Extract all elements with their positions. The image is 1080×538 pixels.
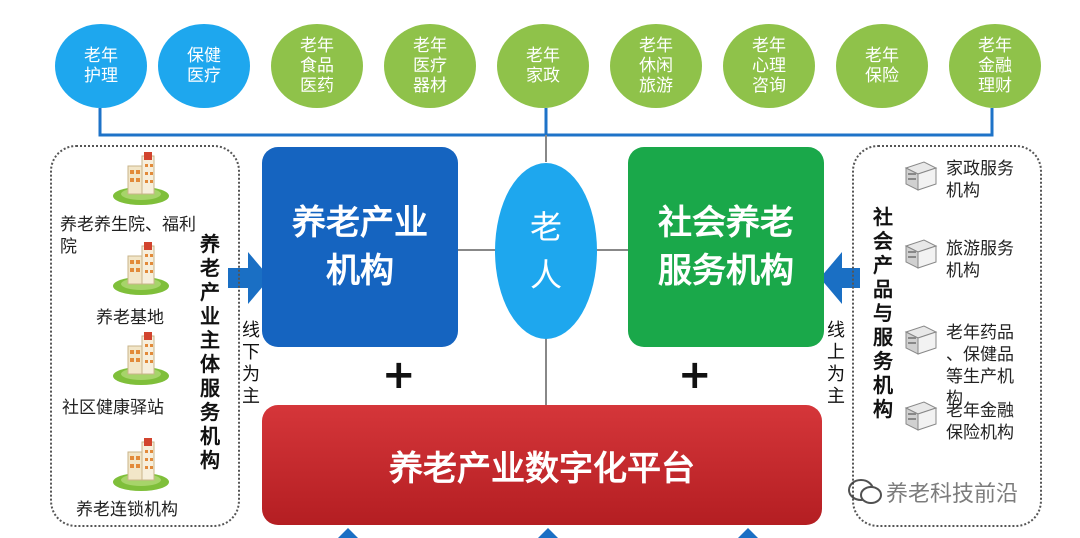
right-item-label-3: 老年金融 保险机构 — [946, 401, 1014, 443]
plus-left: + — [382, 352, 416, 398]
elder-center: 老 人 — [495, 163, 597, 339]
server-icon-wrap-3 — [902, 398, 940, 438]
right-item-label-1: 旅游服务 机构 — [946, 239, 1014, 281]
elderly-industry-box: 养老产业 机构 — [262, 147, 458, 347]
social-elderly-service-box: 社会养老 服务机构 — [628, 147, 824, 347]
top-item-7: 老年 保险 — [836, 24, 928, 108]
watermark: 养老科技前沿 — [848, 476, 1018, 508]
server-icon — [904, 239, 938, 269]
building-icon — [113, 152, 169, 205]
building-icon-wrap-2 — [110, 330, 172, 390]
left-panel — [50, 145, 240, 527]
right-item-label-2: 老年药品 、保健品 等生产机 构 — [946, 323, 1014, 409]
left-item-label-3: 养老连锁机构 — [76, 500, 178, 520]
top-item-3: 老年 医疗 器材 — [384, 24, 476, 108]
server-icon — [904, 161, 938, 191]
building-icon-wrap-3 — [110, 436, 172, 496]
building-icon — [113, 438, 169, 491]
right-item-label-0: 家政服务 机构 — [946, 159, 1014, 201]
right-vertical-title: 社会产品与服务机构 — [873, 205, 893, 421]
left-item-label-2: 社区健康驿站 — [62, 398, 164, 418]
left-item-label-1: 养老基地 — [96, 308, 164, 328]
bottom-arrow-right — [738, 528, 758, 538]
server-icon-wrap-1 — [902, 236, 940, 276]
server-icon-wrap-2 — [902, 322, 940, 362]
server-icon — [904, 325, 938, 355]
top-item-4: 老年 家政 — [497, 24, 589, 108]
building-icon — [113, 242, 169, 295]
top-item-6: 老年 心理 咨询 — [723, 24, 815, 108]
server-icon — [904, 401, 938, 431]
top-item-0: 老年 护理 — [55, 24, 147, 108]
bottom-arrow-left — [338, 528, 358, 538]
building-icon — [113, 332, 169, 385]
watermark-text: 养老科技前沿 — [886, 482, 1019, 507]
offline-label: 线下为主 — [242, 320, 260, 407]
top-item-2: 老年 食品 医药 — [271, 24, 363, 108]
plus-right: + — [678, 352, 712, 398]
wechat-icon — [848, 479, 882, 504]
building-icon-wrap-1 — [110, 240, 172, 300]
left-item-label-0: 养老养生院、福利院 — [60, 215, 196, 257]
online-label: 线上为主 — [827, 320, 845, 407]
server-icon-wrap-0 — [902, 158, 940, 198]
left-arrow — [228, 252, 270, 304]
digital-platform-box: 养老产业数字化平台 — [262, 405, 822, 525]
building-icon-wrap-0 — [110, 150, 172, 210]
top-item-5: 老年 休闲 旅游 — [610, 24, 702, 108]
right-panel — [852, 145, 1042, 527]
top-item-1: 保健 医疗 — [158, 24, 250, 108]
top-item-8: 老年 金融 理财 — [949, 24, 1041, 108]
bottom-arrow-mid — [538, 528, 558, 538]
left-vertical-title: 养老产业主体服务机构 — [200, 232, 220, 472]
right-arrow — [820, 252, 860, 304]
